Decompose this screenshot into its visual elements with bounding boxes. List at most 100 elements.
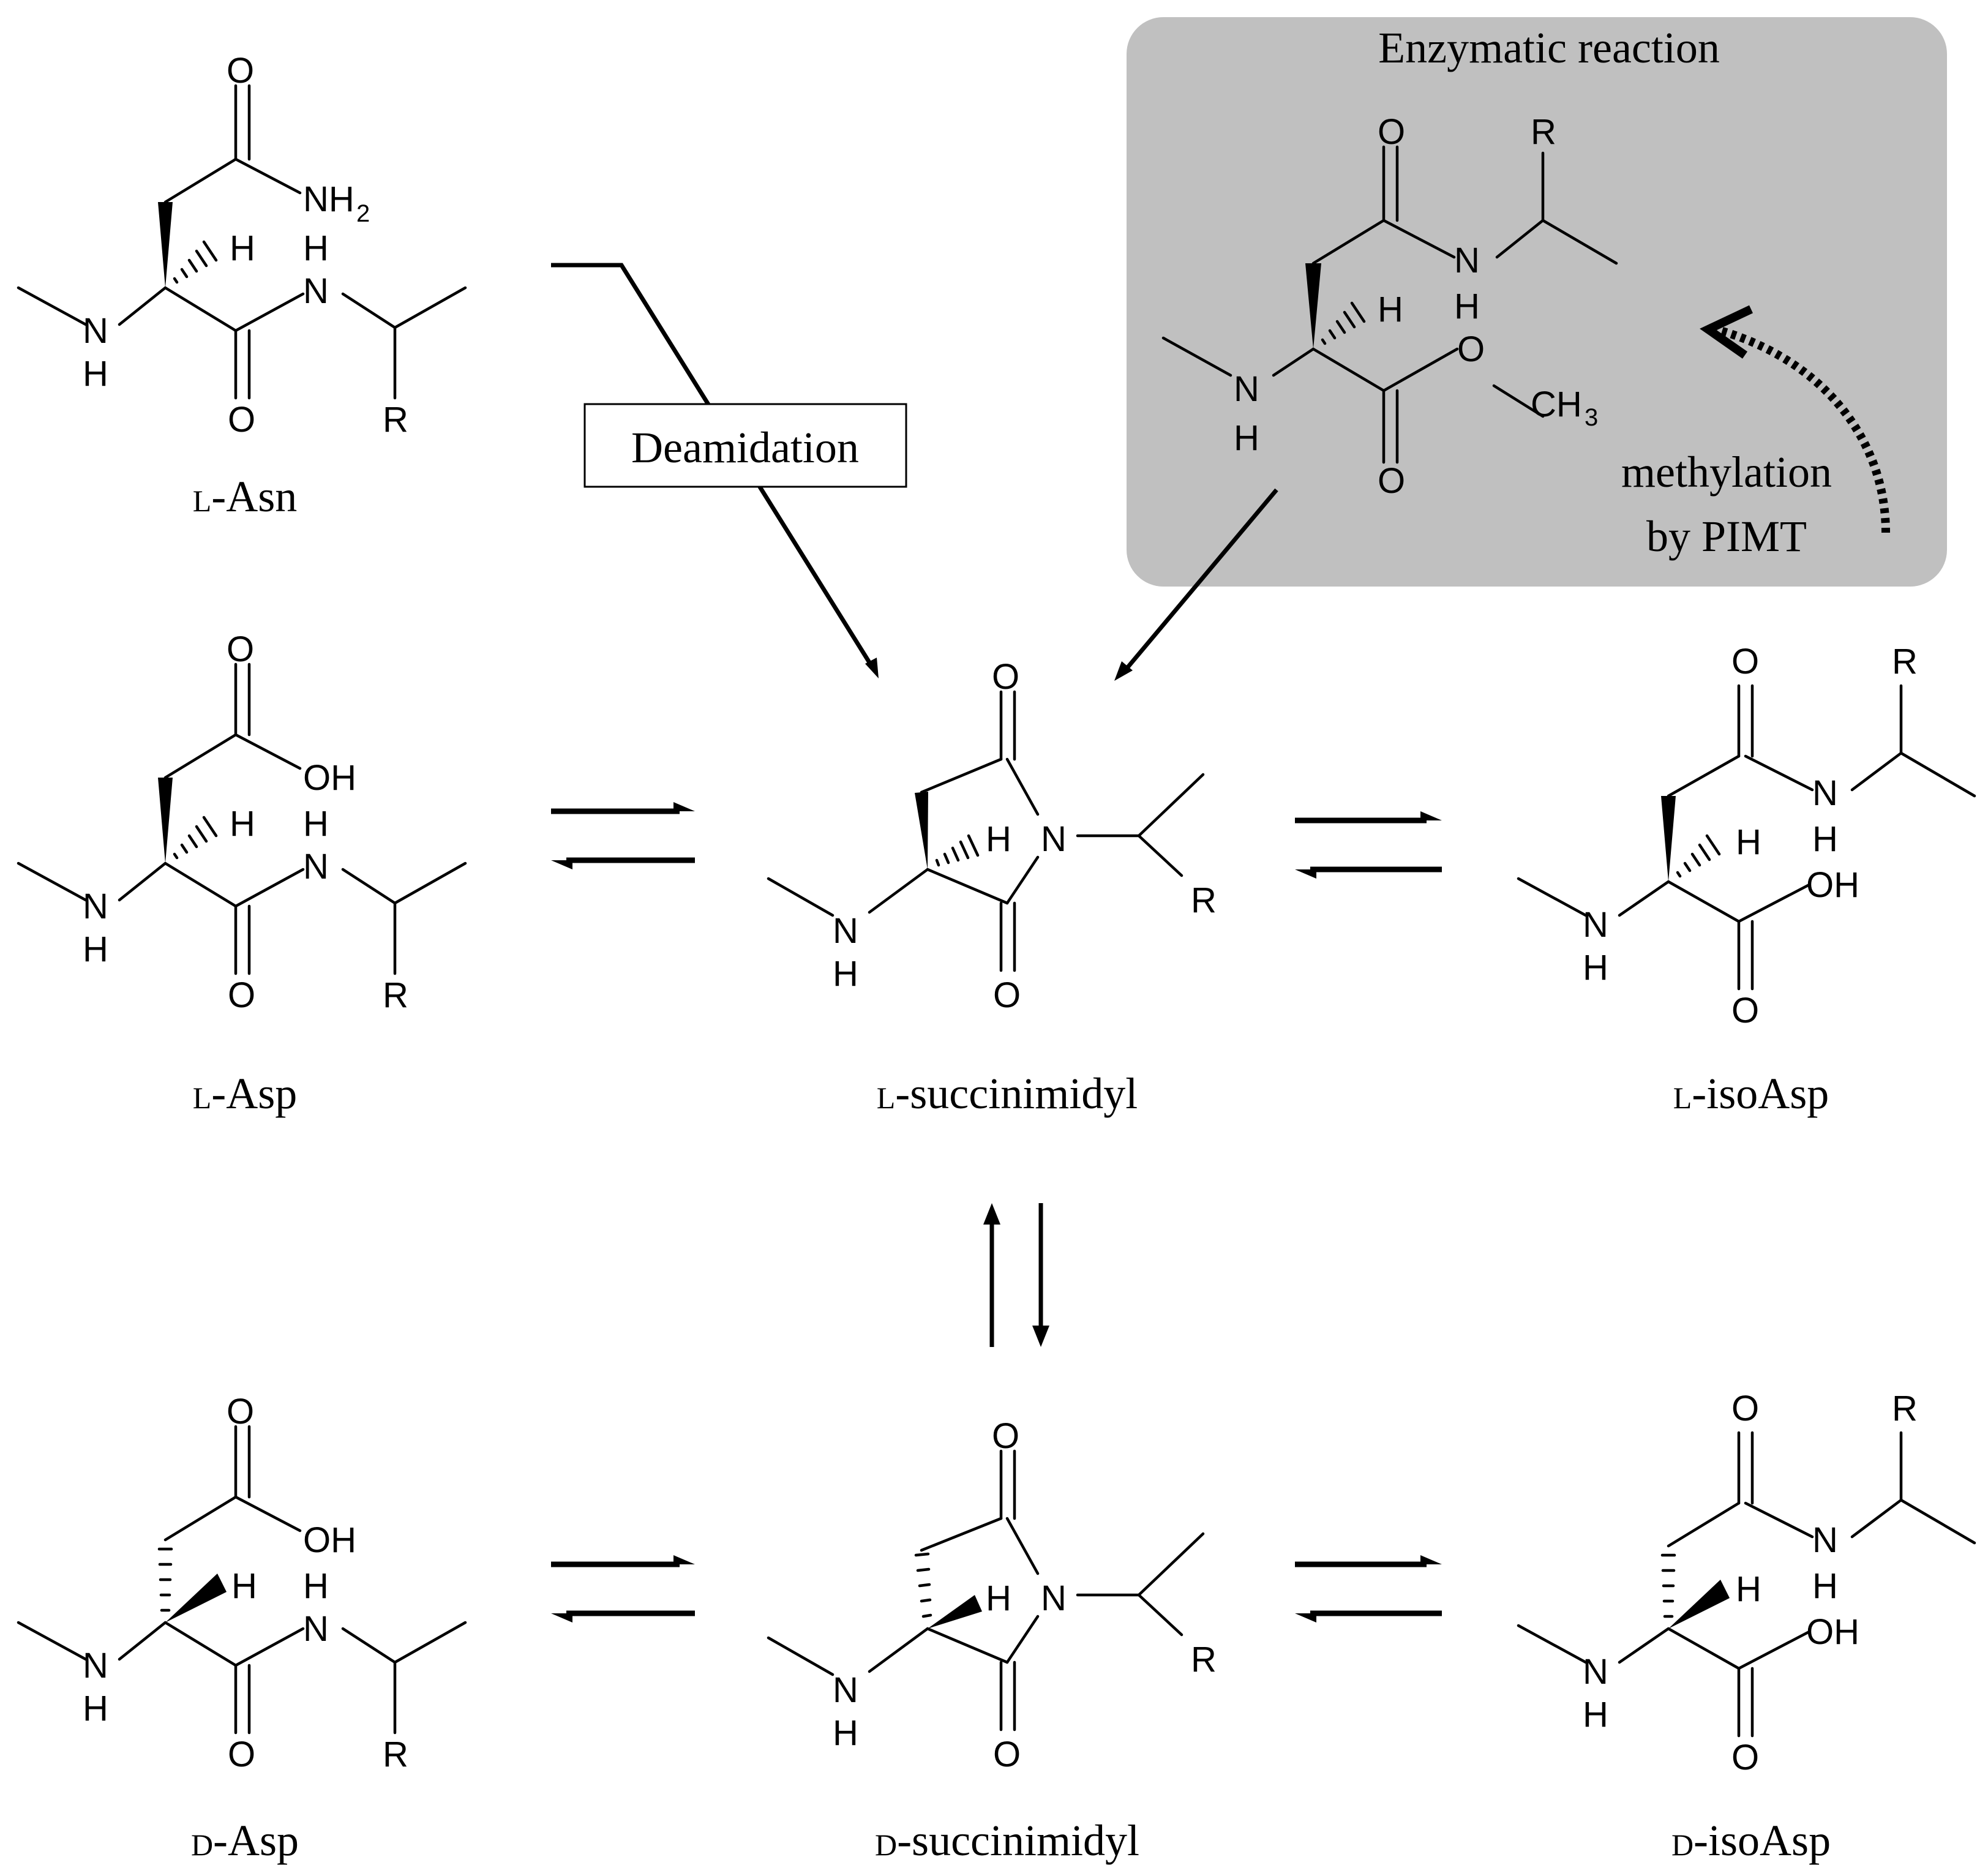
atom-n: N — [1583, 1652, 1608, 1692]
l-succinimidyl-structure: O H N N H O R — [767, 657, 1217, 1015]
atom-h: H — [303, 228, 329, 268]
r-group: R — [1892, 1389, 1918, 1428]
l-isoasp-label: L-isoAsp — [1673, 1069, 1829, 1118]
atom-h: H — [1234, 418, 1259, 458]
atom-n: N — [1454, 241, 1480, 280]
hydroxyl: OH — [303, 758, 356, 798]
atom-h: H — [230, 228, 255, 268]
methylation-arrow-head — [1700, 305, 1753, 359]
atom-n: N — [303, 847, 329, 887]
methyl-group: CH — [1531, 385, 1582, 424]
atom-o: O — [1457, 329, 1485, 369]
atom-h: H — [1812, 1566, 1838, 1606]
atom-o: O — [228, 400, 255, 440]
methyl-ester-to-succinimide-arrow — [1122, 488, 1278, 674]
atom-o: O — [993, 1735, 1021, 1774]
atom-n: N — [1812, 773, 1838, 813]
atom-o: O — [992, 657, 1019, 697]
atom-n: N — [83, 1646, 108, 1686]
atom-o: O — [227, 51, 254, 91]
atom-n: N — [833, 1670, 858, 1710]
atom-o: O — [228, 1735, 255, 1774]
atom-o: O — [1378, 112, 1405, 152]
atom-n: N — [303, 271, 329, 311]
deamidation-arrow — [551, 263, 874, 669]
atom-o: O — [227, 1392, 254, 1431]
atom-o: O — [1731, 991, 1759, 1030]
atom-n: N — [1041, 1578, 1067, 1618]
methyl-subscript: 3 — [1585, 404, 1598, 431]
atom-n: N — [1583, 905, 1608, 945]
atom-n: N — [83, 887, 108, 926]
atom-h: H — [230, 804, 255, 844]
enzymatic-reaction-title: Enzymatic reaction — [1378, 23, 1720, 72]
l-succinimidyl-label: L-succinimidyl — [877, 1069, 1138, 1118]
l-asn-label: L-Asn — [193, 472, 298, 521]
atom-o: O — [1378, 461, 1405, 501]
d-isoasp-structure: O R N H H OH N H O — [1517, 1389, 1976, 1777]
l-isoasp-structure: O R N H H OH N H O — [1517, 642, 1976, 1030]
atom-o: O — [1731, 1738, 1759, 1777]
atom-o: O — [993, 975, 1021, 1015]
d-succinimidyl-structure: O H N N H O R — [767, 1416, 1217, 1774]
r-group: R — [383, 975, 408, 1015]
atom-o: O — [1731, 1389, 1759, 1428]
equilibrium-arrows-l-asp — [551, 802, 695, 869]
l-asp-structure: O OH H H N N H O R — [17, 629, 467, 1015]
r-group: R — [383, 1735, 408, 1774]
amide-nh2: NH — [303, 179, 354, 219]
r-group: R — [383, 400, 408, 440]
atom-h: H — [1736, 1569, 1761, 1609]
atom-h: H — [231, 1566, 257, 1606]
methylation-note-line2: by PIMT — [1646, 512, 1807, 561]
methylated-isoasp-structure: H N H O CH 3 O O N H R — [1161, 112, 1618, 501]
equilibrium-arrows-l-iso — [1295, 811, 1442, 879]
atom-h: H — [83, 929, 108, 969]
r-group: R — [1892, 642, 1918, 681]
hydroxyl: OH — [1806, 1612, 1859, 1652]
deamidation-label: Deamidation — [631, 423, 859, 472]
atom-n: N — [1234, 369, 1259, 409]
atom-h: H — [303, 1566, 329, 1606]
atom-h: H — [303, 804, 329, 844]
r-group: R — [1191, 1640, 1217, 1679]
atom-n: N — [833, 911, 858, 951]
atom-n: N — [303, 1609, 329, 1649]
atom-h: H — [986, 819, 1011, 859]
atom-h: H — [833, 1713, 858, 1753]
hydroxyl: OH — [1806, 865, 1859, 905]
atom-h: H — [1454, 287, 1480, 326]
l-asn-structure: O NH 2 H H N N H O R — [17, 51, 467, 440]
r-group: R — [1531, 112, 1556, 152]
atom-n: N — [1812, 1520, 1838, 1560]
atom-o: O — [1731, 642, 1759, 681]
methylation-arrow — [1719, 326, 1890, 533]
atom-o: O — [992, 1416, 1019, 1456]
atom-h: H — [1378, 290, 1403, 329]
atom-h: H — [83, 354, 108, 394]
r-group: R — [1191, 880, 1217, 920]
racemization-arrows — [983, 1203, 1049, 1347]
atom-o: O — [227, 629, 254, 669]
d-succinimidyl-label: D-succinimidyl — [875, 1816, 1139, 1865]
atom-h: H — [1736, 822, 1761, 862]
equilibrium-arrows-d-iso — [1295, 1555, 1442, 1623]
hydroxyl: OH — [303, 1520, 356, 1560]
atom-h: H — [1583, 1695, 1608, 1735]
atom-h: H — [1812, 819, 1838, 859]
atom-h: H — [83, 1689, 108, 1728]
deamidation-box — [583, 403, 907, 488]
equilibrium-arrows-d-asp — [551, 1555, 695, 1623]
atom-h: H — [986, 1578, 1011, 1618]
amide-subscript: 2 — [356, 200, 370, 227]
atom-n: N — [83, 311, 108, 351]
methylation-note-line1: methylation — [1621, 448, 1832, 497]
atom-n: N — [1041, 819, 1067, 859]
enzymatic-reaction-box — [1127, 17, 1947, 587]
l-asp-label: L-Asp — [193, 1069, 298, 1118]
atom-o: O — [228, 975, 255, 1015]
atom-h: H — [1583, 948, 1608, 988]
d-isoasp-label: D-isoAsp — [1671, 1816, 1831, 1865]
d-asp-structure: O OH H H N N H O R — [17, 1392, 467, 1774]
